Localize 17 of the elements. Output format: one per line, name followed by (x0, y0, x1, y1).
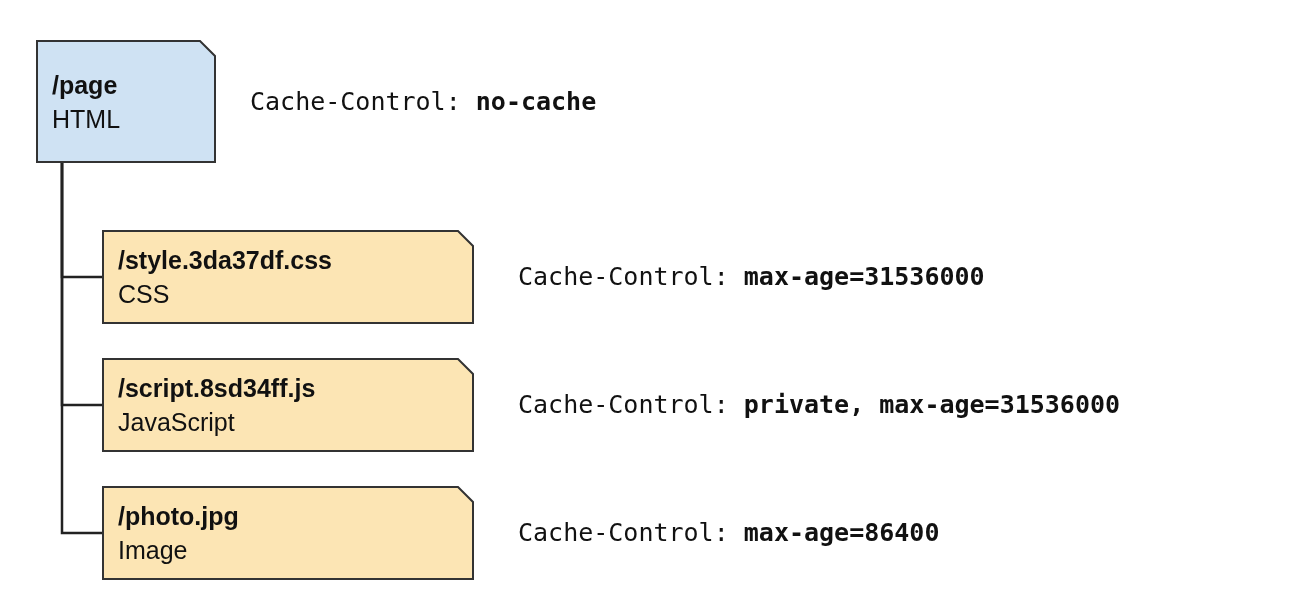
file-card (36, 40, 216, 163)
file-type: HTML (52, 103, 121, 135)
cache-header-text: Cache-Control: max-age=31536000 (518, 262, 985, 292)
cache-header-text: Cache-Control: no-cache (250, 87, 597, 117)
file-card (102, 486, 474, 580)
file-path: /page (52, 69, 119, 101)
file-path: /photo.jpg (118, 501, 239, 532)
file-path: /style.3da37df.css (118, 245, 332, 276)
file-path: /script.8sd34ff.js (118, 373, 316, 404)
cache-header-text: Cache-Control: private, max-age=31536000 (518, 390, 1121, 420)
file-card (102, 358, 474, 452)
file-card (102, 230, 474, 324)
file-type: Image (118, 535, 189, 566)
file-type: JavaScript (118, 407, 236, 438)
file-type: CSS (118, 279, 171, 310)
cache-header-text: Cache-Control: max-age=86400 (518, 518, 940, 548)
connector-line (60, 163, 102, 535)
